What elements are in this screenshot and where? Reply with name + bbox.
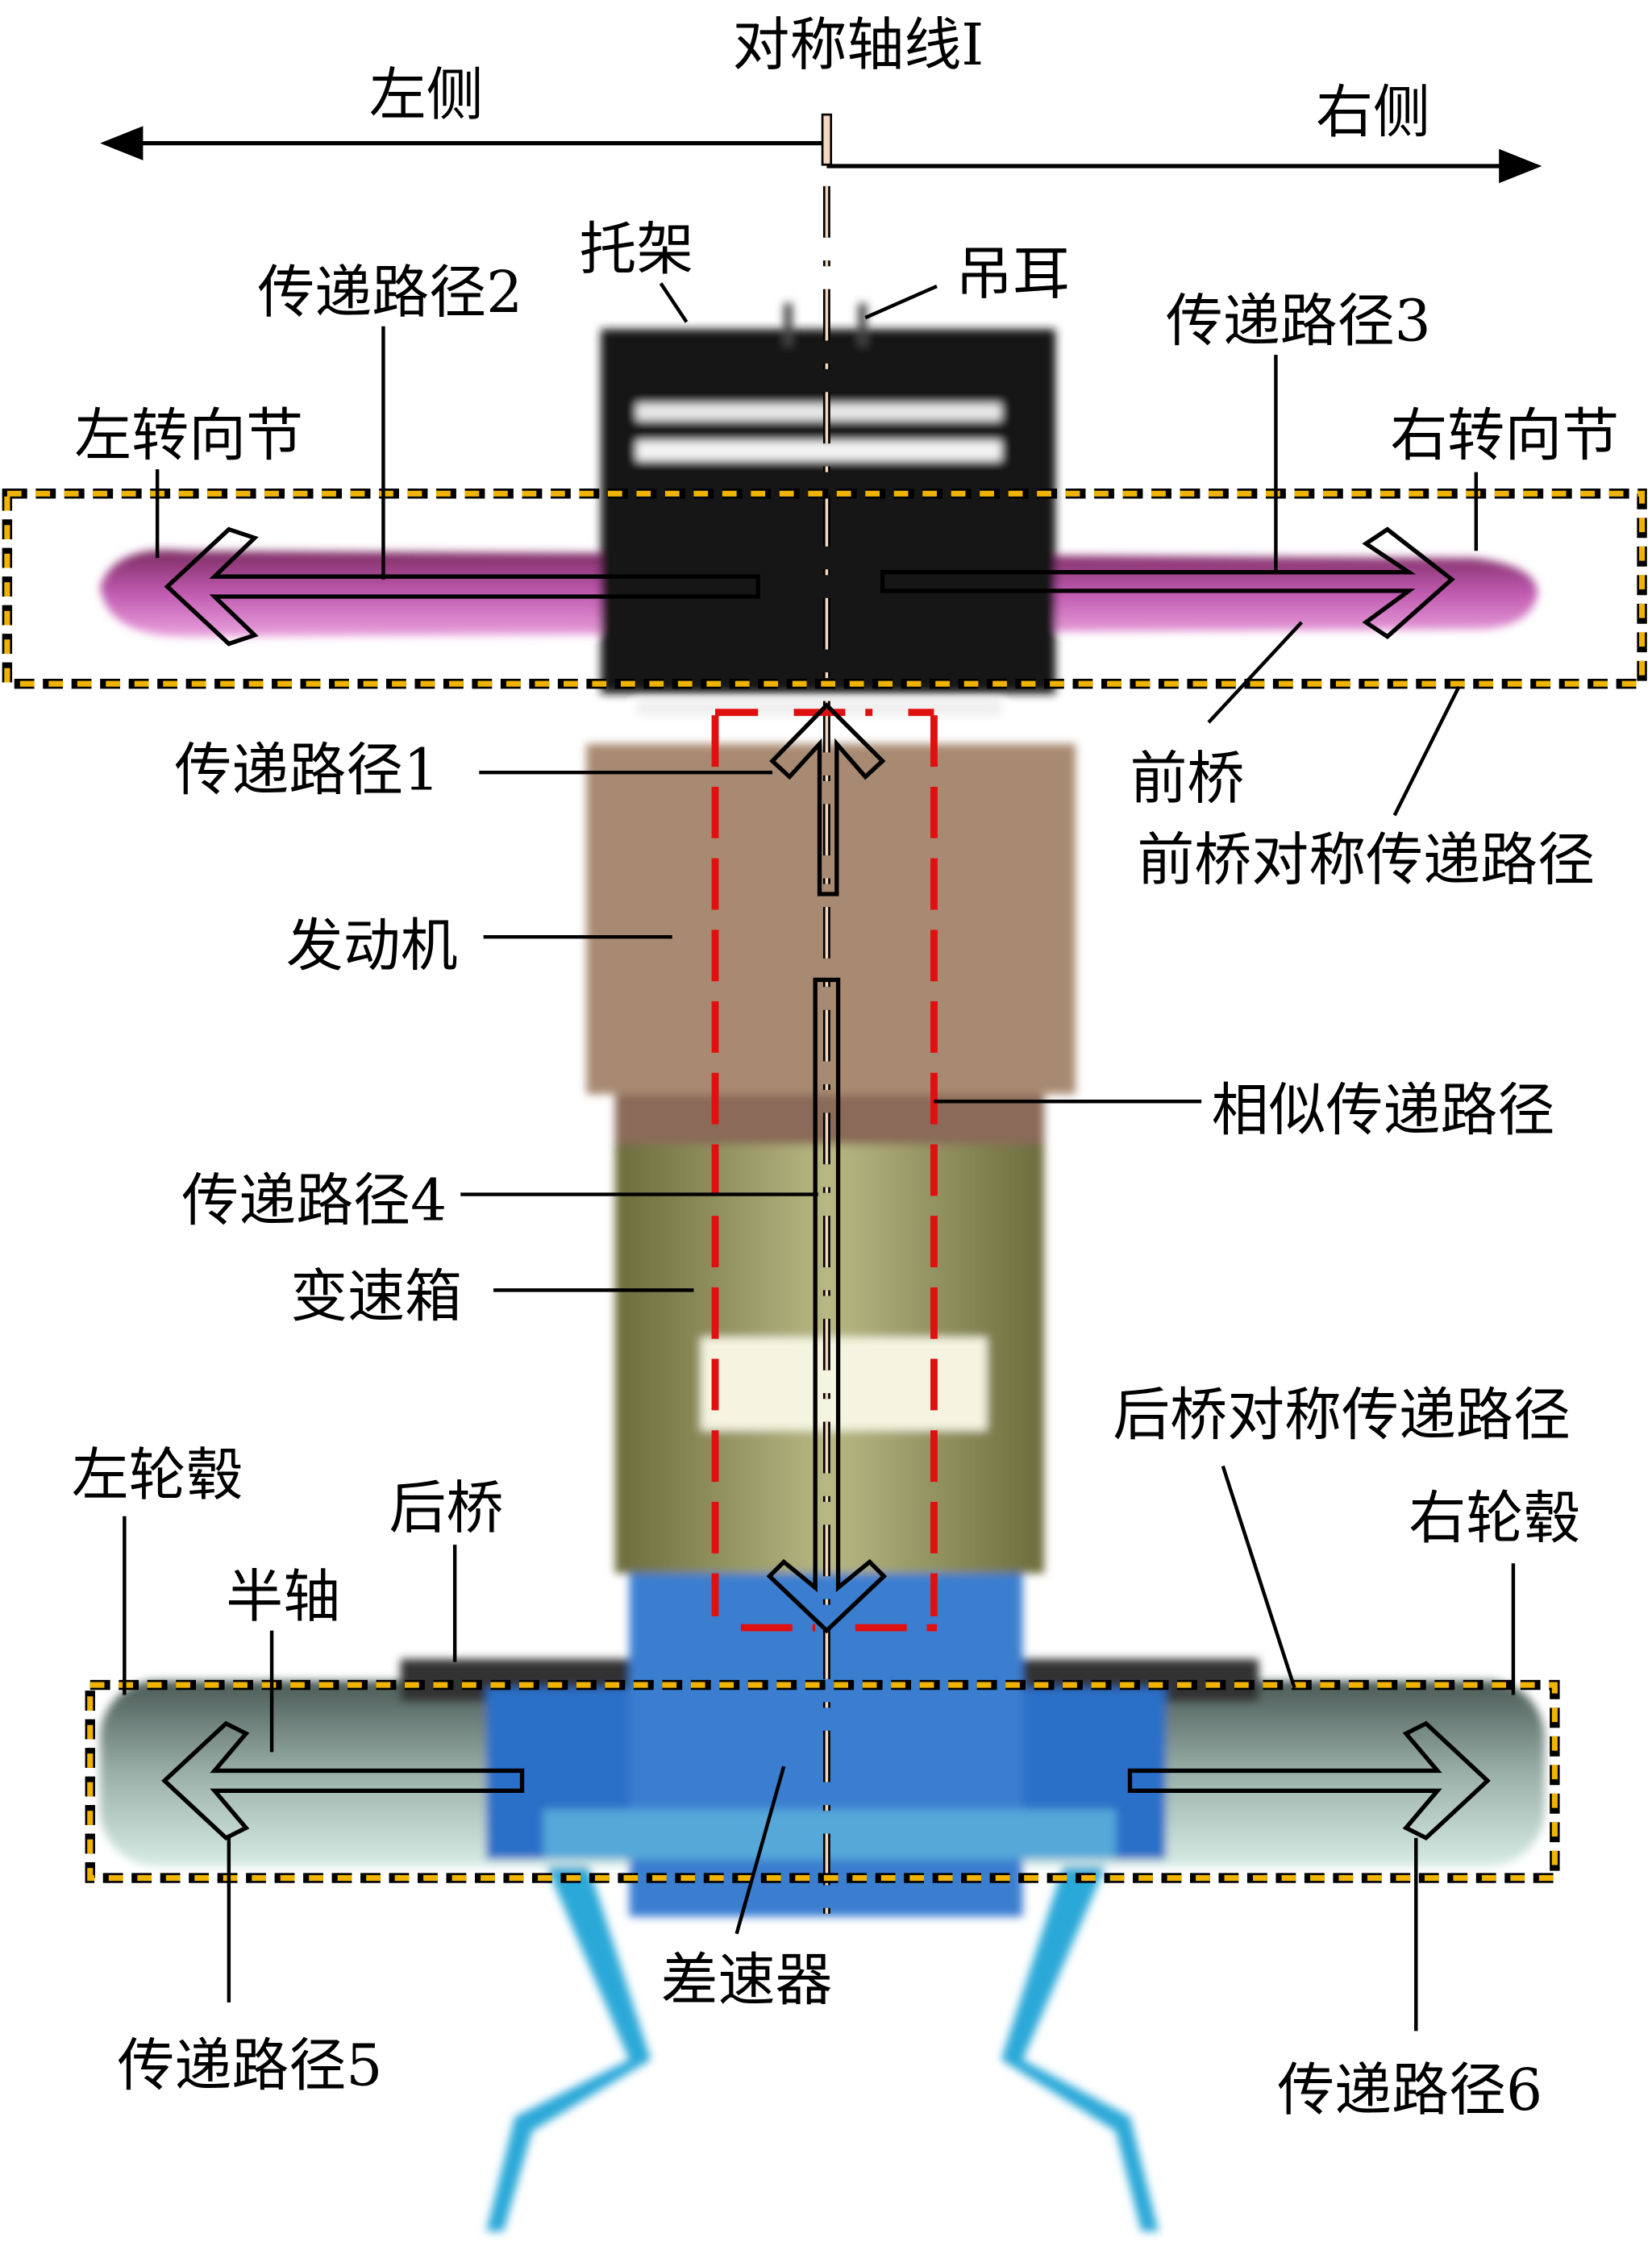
left-hub-label: 左轮毂 — [72, 1441, 243, 1508]
path5-label: 传递路径5 — [117, 2032, 382, 2099]
symmetry-axis-label: 对称轴线I — [732, 11, 984, 78]
leader-lines — [123, 282, 1516, 2032]
gearbox-window — [701, 1337, 988, 1431]
similar-path-label: 相似传递路径 — [1212, 1077, 1555, 1144]
path1-label: 传递路径1 — [174, 736, 439, 803]
rear-axle-label: 后桥 — [389, 1474, 504, 1541]
path5-arrow — [161, 1720, 525, 1841]
front-axle-sym-path-box — [4, 490, 1646, 687]
bracket-label: 托架 — [579, 216, 693, 283]
lug-right — [858, 303, 868, 347]
engine-label: 发动机 — [286, 913, 458, 979]
bracket-bar-1 — [636, 403, 1001, 421]
rear-sym-path-label: 后桥对称传递路径 — [1113, 1382, 1571, 1449]
path4-label: 传递路径4 — [181, 1167, 447, 1233]
rear-axle-box-outline — [85, 1679, 1560, 1883]
path3-label: 传递路径3 — [1166, 287, 1431, 354]
path1-arrow — [769, 702, 886, 896]
path6-arrow — [1127, 1720, 1491, 1841]
left-side-label: 左侧 — [369, 61, 484, 128]
left-side-arrow — [100, 126, 827, 160]
left-knuckle-label: 左转向节 — [74, 401, 303, 468]
rear-suspension-legs — [486, 1859, 1159, 2231]
lug-left — [784, 303, 793, 347]
bracket-bar-2 — [636, 440, 1001, 461]
right-hub-label: 右轮毂 — [1409, 1484, 1580, 1551]
half-shaft-label: 半轴 — [226, 1563, 340, 1630]
right-side-arrow — [826, 148, 1542, 184]
path2-arrow — [164, 526, 760, 647]
path6-label: 传递路径6 — [1277, 2057, 1542, 2123]
right-knuckle-label: 右转向节 — [1390, 401, 1619, 468]
lifting-lug-label: 吊耳 — [955, 240, 1070, 307]
gearbox-label: 变速箱 — [290, 1262, 462, 1329]
front-sym-path-label: 前桥对称传递路径 — [1137, 826, 1595, 893]
path3-arrow — [880, 526, 1455, 640]
similar-path-box — [711, 709, 938, 1632]
path2-label: 传递路径2 — [257, 259, 522, 326]
path4-arrow — [766, 977, 888, 1634]
front-axle-label: 前桥 — [1130, 745, 1244, 812]
differential-label: 差速器 — [661, 1946, 833, 2013]
engine-shape — [586, 743, 1076, 1095]
right-side-label: 右侧 — [1316, 78, 1430, 145]
